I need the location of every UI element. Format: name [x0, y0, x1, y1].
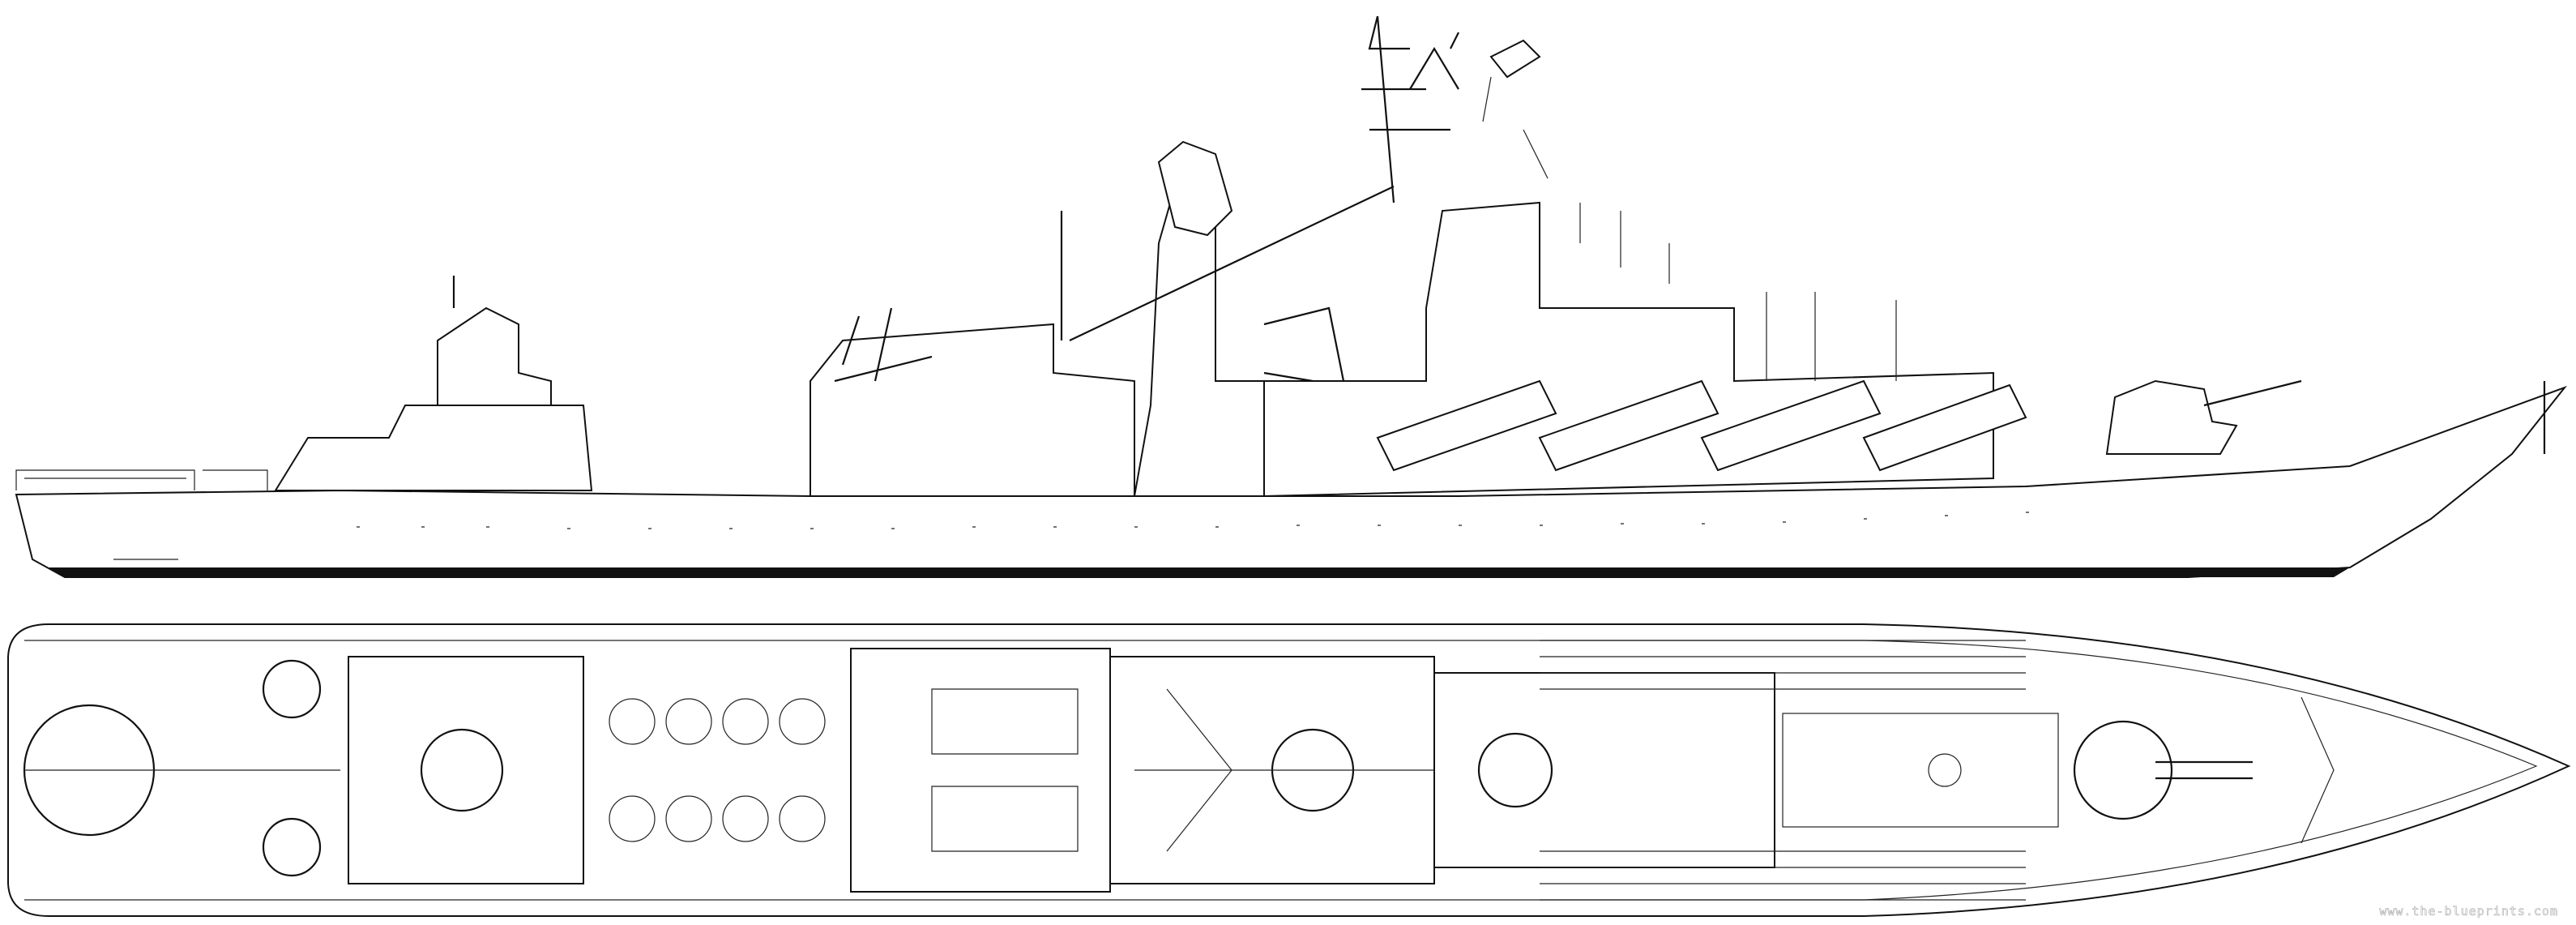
aft-superstructure-plan [348, 656, 584, 884]
hangar-block [810, 323, 1135, 497]
anti-ship-missile-launchers [1376, 379, 2027, 472]
bow-breakwater [2300, 696, 2335, 844]
forward-gun-turret [2105, 379, 2238, 455]
crane [834, 307, 933, 383]
side-view [15, 15, 2567, 578]
top-view [7, 623, 2571, 917]
forward-gun-plan [2073, 720, 2173, 820]
portholes [357, 512, 2029, 529]
aft-superstructure [274, 405, 593, 491]
hangar-plan [850, 648, 1111, 893]
fire-control-radar [1157, 140, 1233, 237]
mast-antennas [1482, 76, 1897, 381]
boat-boom [1069, 186, 1395, 390]
waterline [49, 567, 2350, 577]
sam-launcher-cells [609, 698, 826, 842]
missile-tubes-plan [1540, 640, 2026, 901]
foremast [1361, 15, 1459, 203]
aft-radar-director [437, 306, 552, 406]
watermark: www.the-blueprints.com [2379, 904, 2558, 919]
stern-deck-equipment [15, 469, 268, 490]
bridge-plan [1433, 672, 1775, 868]
aft-gun-mount-port [262, 659, 322, 719]
deck-edge-inner [24, 640, 2538, 901]
aft-gun-mount-starboard [262, 817, 322, 877]
mast-radar-array [1489, 39, 1541, 79]
